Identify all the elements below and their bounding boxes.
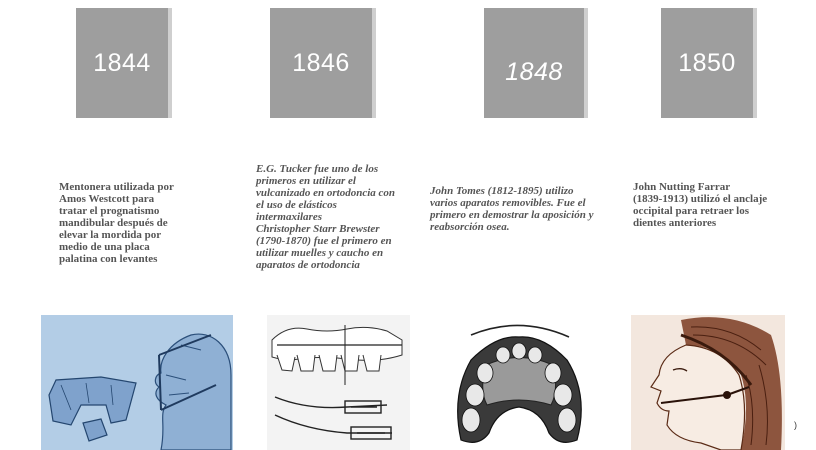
desc-line: (1790-1870) fue el primero en (256, 235, 392, 247)
desc-line: Mentonera utilizada por (59, 181, 174, 193)
desc-line: aparatos de ortodoncia (256, 259, 360, 271)
desc-line: el uso de elásticos (256, 199, 337, 211)
year-box-1850: 1850 (661, 8, 757, 118)
description-1846: E.G. Tucker fue uno de los primeros en u… (256, 163, 416, 271)
desc-line: reabsorción osea. (430, 221, 510, 233)
year-label-1850: 1850 (678, 48, 736, 77)
desc-line: tratar el prognatismo (59, 205, 160, 217)
tomes-appliance-image (441, 315, 597, 450)
desc-line: E.G. Tucker fue uno de los (256, 163, 379, 175)
desc-line: varios aparatos removibles. Fue el (430, 197, 586, 209)
description-1848: John Tomes (1812-1895) utilizo varios ap… (430, 185, 615, 233)
desc-line: John Tomes (1812-1895) utilizo (430, 185, 574, 197)
description-1844: Mentonera utilizada por Amos Westcott pa… (59, 181, 199, 265)
desc-line: occipital para retraer los (633, 205, 749, 217)
desc-line: primero en demostrar la aposición y (430, 209, 594, 221)
desc-line: Christopher Starr Brewster (256, 223, 380, 235)
year-label-1844: 1844 (93, 48, 151, 77)
stray-mark: ) (794, 420, 797, 430)
desc-line: medio de una placa (59, 241, 150, 253)
year-box-1846: 1846 (270, 8, 376, 118)
desc-line: elevar la mordida por (59, 229, 162, 241)
farrar-appliance-image (631, 315, 785, 450)
desc-line: intermaxilares (256, 211, 323, 223)
desc-line: dientes anteriores (633, 217, 717, 229)
desc-line: Amos Westcott para (59, 193, 155, 205)
desc-line: utilizar muelles y caucho en (256, 247, 384, 259)
tucker-appliance-image (267, 315, 410, 450)
desc-line: (1839-1913) utilizó el anclaje (633, 193, 768, 205)
desc-line: palatina con levantes (59, 253, 158, 265)
desc-line: mandibular después de (59, 217, 168, 229)
description-1850: John Nutting Farrar (1839-1913) utilizó … (633, 181, 798, 229)
year-label-1848: 1848 (505, 57, 563, 86)
desc-line: primeros en utilizar el (256, 175, 356, 187)
desc-line: John Nutting Farrar (633, 181, 731, 193)
year-label-1846: 1846 (292, 48, 350, 77)
desc-line: vulcanizado en ortodoncia con (256, 187, 396, 199)
westcott-appliance-image (41, 315, 233, 450)
year-box-1844: 1844 (76, 8, 172, 118)
year-box-1848: 1848 (484, 8, 588, 118)
